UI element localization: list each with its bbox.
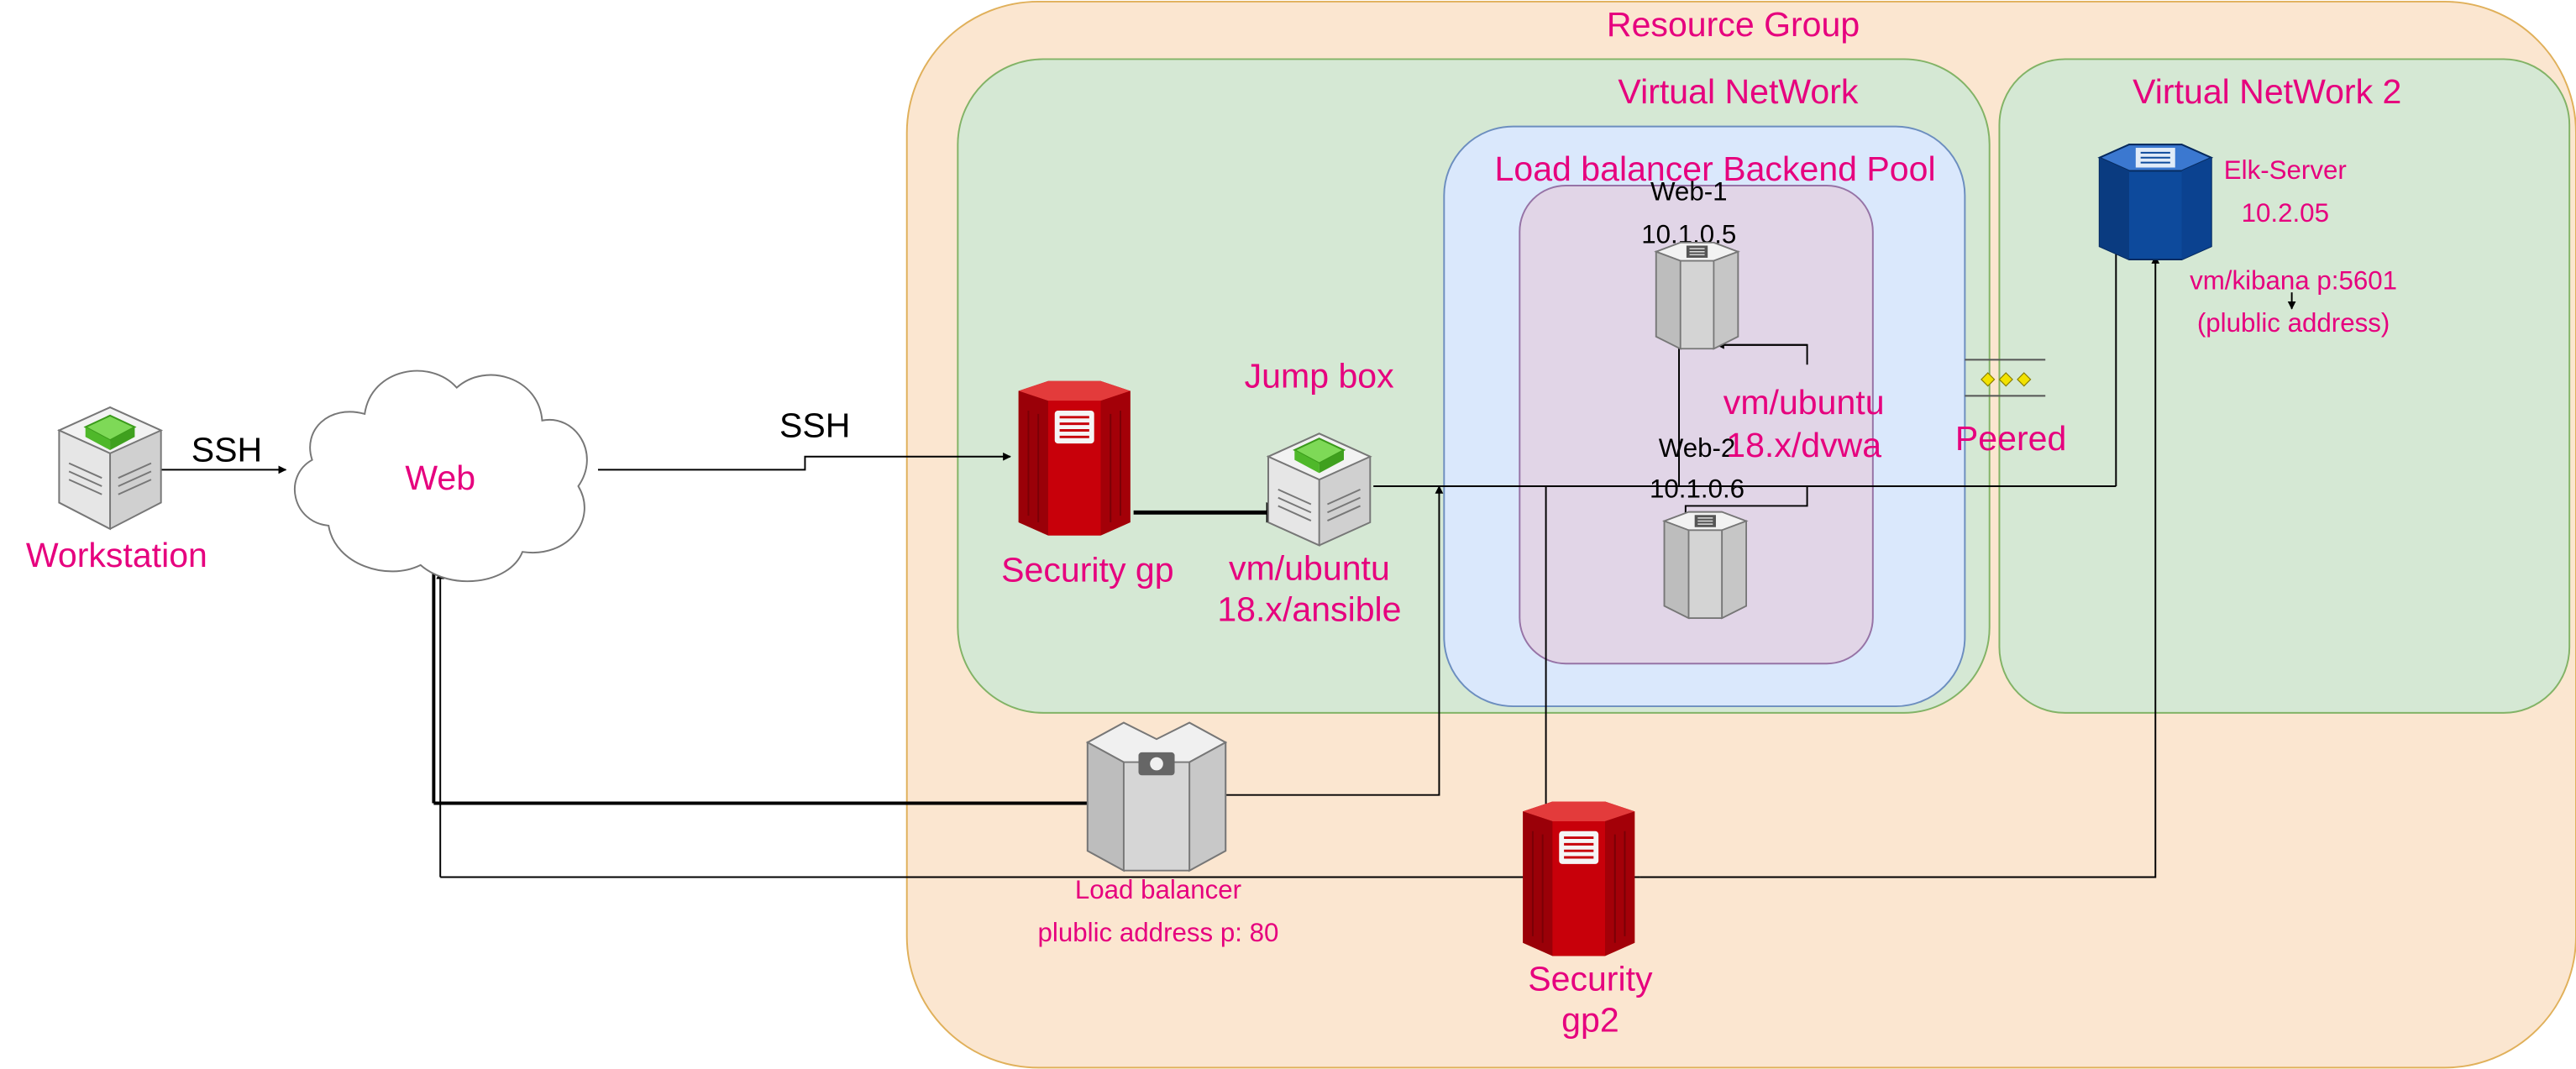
web-label: Web [405,459,475,497]
elk-line2: (plublic address) [2197,308,2390,338]
dvwa-line2: 18.x/dvwa [1726,426,1881,464]
security-gp-label: Security gp [1001,550,1173,589]
resource-group-label: Resource Group [1607,5,1860,44]
dvwa-line1: vm/ubuntu [1723,383,1885,422]
edge-gp2-elk [1640,255,2160,878]
edge-lb-backend [1225,485,1444,796]
security-gp2-line2: gp2 [1561,1000,1619,1039]
elk-name: Elk-Server [2224,155,2347,185]
security-gp2-node[interactable]: Security gp2 [1521,800,1653,1040]
peering-icon [1965,359,2046,397]
jumpbox-line2: 18.x/ansible [1217,590,1401,628]
load-balancer-icon [1085,721,1228,872]
server-icon [1266,432,1372,547]
workstation-node[interactable]: Workstation [26,406,207,574]
inner-pool-container [1519,185,1874,665]
web1-name: Web-1 [1650,177,1728,207]
jumpbox-line1: vm/ubuntu [1229,548,1390,587]
web-node[interactable]: Web [293,369,588,583]
web1-node[interactable]: Web-1 10.1.0.5 [1641,177,1739,350]
workstation-icon [57,406,164,531]
connectors [160,204,2296,878]
security-gp-node[interactable]: Security gp [1001,380,1174,590]
web2-node[interactable]: Web-2 10.1.0.6 [1650,433,1748,620]
jumpbox-title: Jump box [1245,357,1394,396]
edge-web-security-gp [597,452,1011,471]
elk-ip: 10.2.05 [2242,198,2329,228]
load-balancer-node[interactable]: Load balancer plublic address p: 80 [1038,721,1279,947]
web2-name: Web-2 [1659,433,1736,463]
backend-pool-label: Load balancer Backend Pool [1495,149,1936,188]
firewall-icon [1017,380,1132,537]
peered-node: Peered [1955,359,2066,458]
elk-server-node[interactable]: Elk-Server 10.2.05 vm/kibana p:5601 (plu… [2097,144,2397,338]
elk-line1: vm/kibana p:5601 [2190,265,2397,295]
server-icon [2097,144,2214,261]
cloud-icon [293,369,588,583]
vnet1-label: Virtual NetWork [1618,72,1858,111]
vnet2-label: Virtual NetWork 2 [2133,72,2401,111]
firewall-icon [1521,800,1636,957]
security-gp2-line1: Security [1528,959,1653,998]
workstation-label: Workstation [26,536,207,574]
jumpbox-node[interactable]: Jump box vm/ubuntu 18.x/ansible [1217,357,1401,629]
load-balancer-line2: plublic address p: 80 [1038,918,1279,947]
web2-ip: 10.1.0.6 [1650,474,1744,504]
peered-label: Peered [1955,419,2066,458]
load-balancer-line1: Load balancer [1075,875,1241,904]
ssh-label-1: SSH [191,431,262,469]
ssh-label-2: SSH [779,406,850,444]
server-icon [1655,241,1739,350]
server-icon [1663,511,1748,620]
